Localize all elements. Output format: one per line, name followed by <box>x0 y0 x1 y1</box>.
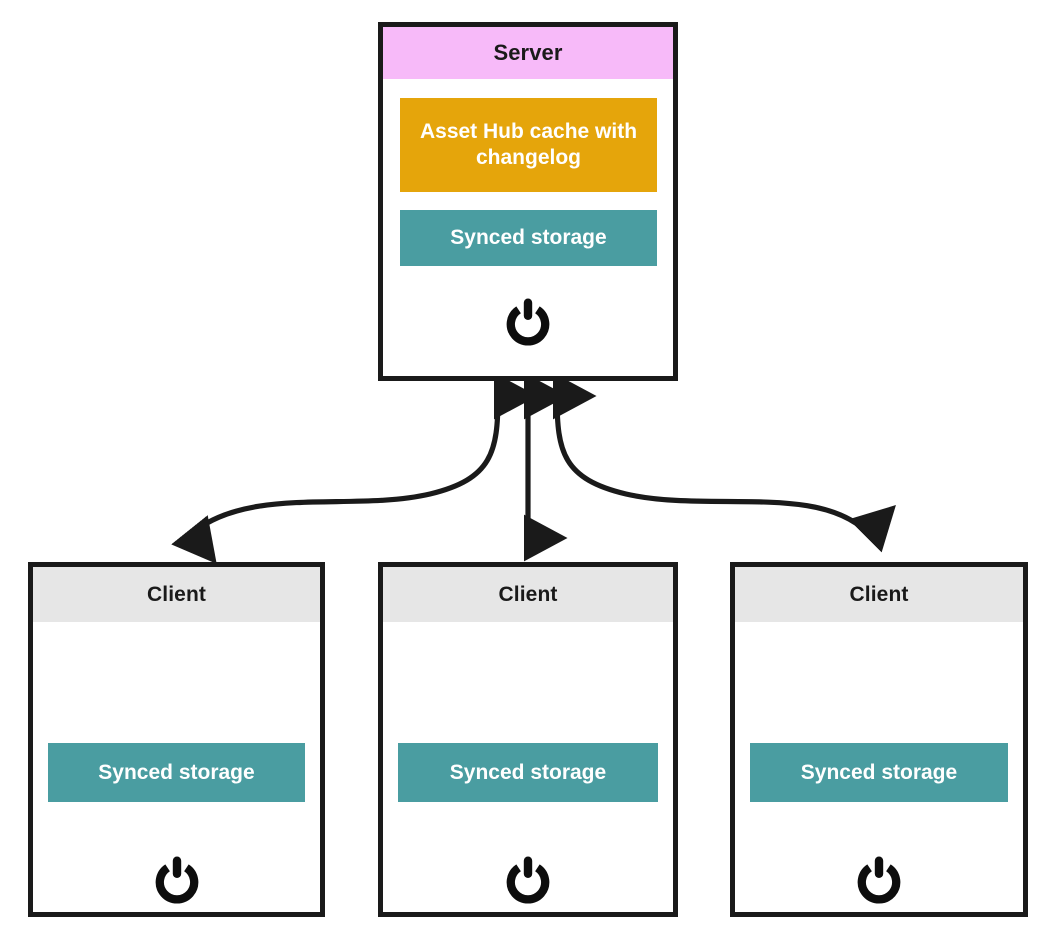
client-node-center: Client Synced storage <box>378 562 678 917</box>
client-header-left: Client <box>33 567 320 622</box>
power-icon <box>155 856 198 904</box>
power-icon <box>506 856 550 904</box>
server-node: Server Asset Hub cache with changelog Sy… <box>378 22 678 381</box>
client-node-left: Client Synced storage <box>28 562 325 917</box>
client-header-center: Client <box>383 567 673 622</box>
connector-server-to-client-right <box>552 372 896 553</box>
client-synced-storage-block-left: Synced storage <box>48 743 305 802</box>
client-synced-storage-block-center: Synced storage <box>398 743 658 802</box>
server-asset-hub-cache-block: Asset Hub cache with changelog <box>400 98 657 192</box>
connector-server-to-client-left <box>171 372 538 564</box>
power-icon <box>506 298 550 346</box>
client-synced-storage-block-right: Synced storage <box>750 743 1008 802</box>
server-header: Server <box>383 27 673 79</box>
client-node-right: Client Synced storage <box>730 562 1028 917</box>
power-icon <box>857 856 901 904</box>
client-header-right: Client <box>735 567 1023 622</box>
server-synced-storage-block: Synced storage <box>400 210 657 266</box>
